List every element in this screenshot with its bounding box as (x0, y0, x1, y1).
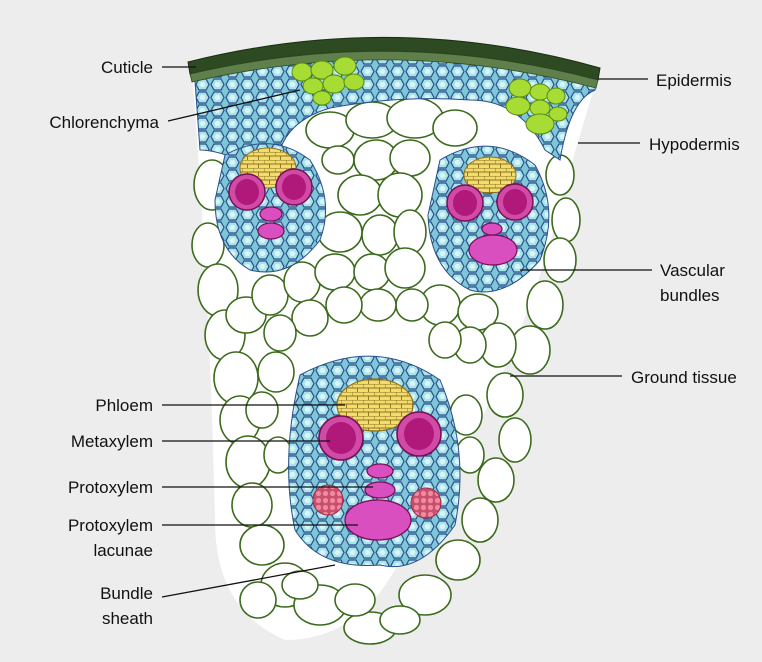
label-vascular-bundles-line2: bundles (660, 286, 720, 305)
ground-tissue-cell (246, 392, 278, 428)
ground-tissue-cell (390, 140, 430, 176)
ground-tissue-cell (292, 300, 328, 336)
ground-tissue-cell (362, 215, 398, 255)
ground-tissue-cell (232, 483, 272, 527)
ground-tissue-cell (226, 436, 270, 488)
ground-tissue-cell (478, 458, 514, 502)
ground-tissue-cell (335, 584, 375, 616)
ground-tissue-cell (499, 418, 531, 462)
label-protoxylem-lacunae-line2: lacunae (93, 541, 153, 560)
ground-tissue-cell (396, 289, 428, 321)
label-protoxylem-lacunae-line1: Protoxylem (68, 516, 153, 535)
ground-tissue-cell (360, 289, 396, 321)
ground-tissue-cell (380, 606, 420, 634)
ground-tissue-cell (546, 155, 574, 195)
ground-tissue-cell (436, 540, 480, 580)
label-bundle-sheath-line1: Bundle (100, 584, 153, 603)
label-chlorenchyma: Chlorenchyma (49, 113, 159, 132)
vascular-bundle-lower (289, 356, 460, 566)
ground-tissue-cell (433, 110, 477, 146)
label-phloem: Phloem (95, 396, 153, 415)
label-metaxylem: Metaxylem (71, 432, 153, 451)
label-bundle-sheath-line2: sheath (102, 609, 153, 628)
label-cuticle: Cuticle (101, 58, 153, 77)
ground-tissue-cell (282, 571, 318, 599)
ground-tissue-cell (258, 352, 294, 392)
ground-tissue-cell (462, 498, 498, 542)
label-vascular-bundles-line1: Vascular (660, 261, 725, 280)
ground-tissue-cell (264, 315, 296, 351)
ground-tissue-cell (385, 248, 425, 288)
ground-tissue-cell (322, 146, 354, 174)
ground-tissue-cell (284, 262, 320, 302)
ground-tissue-cell (252, 275, 288, 315)
ground-tissue-cell (315, 254, 355, 290)
ground-tissue-cell (394, 210, 426, 254)
ground-tissue-cell (429, 322, 461, 358)
ground-tissue-cell (338, 175, 382, 215)
ground-tissue-cell (240, 582, 276, 618)
ground-tissue-cell (487, 373, 523, 417)
vascular-bundle-upper-left (215, 144, 326, 272)
ground-tissue-cell (544, 238, 576, 282)
ground-tissue-cell (240, 525, 284, 565)
label-hypodermis: Hypodermis (649, 135, 740, 154)
ground-tissue-cell (527, 281, 563, 329)
ground-tissue-cell (326, 287, 362, 323)
label-ground-tissue: Ground tissue (631, 368, 737, 387)
label-protoxylem: Protoxylem (68, 478, 153, 497)
label-epidermis: Epidermis (656, 71, 732, 90)
ground-tissue-cell (552, 198, 580, 242)
ground-tissue-cell (264, 437, 292, 473)
